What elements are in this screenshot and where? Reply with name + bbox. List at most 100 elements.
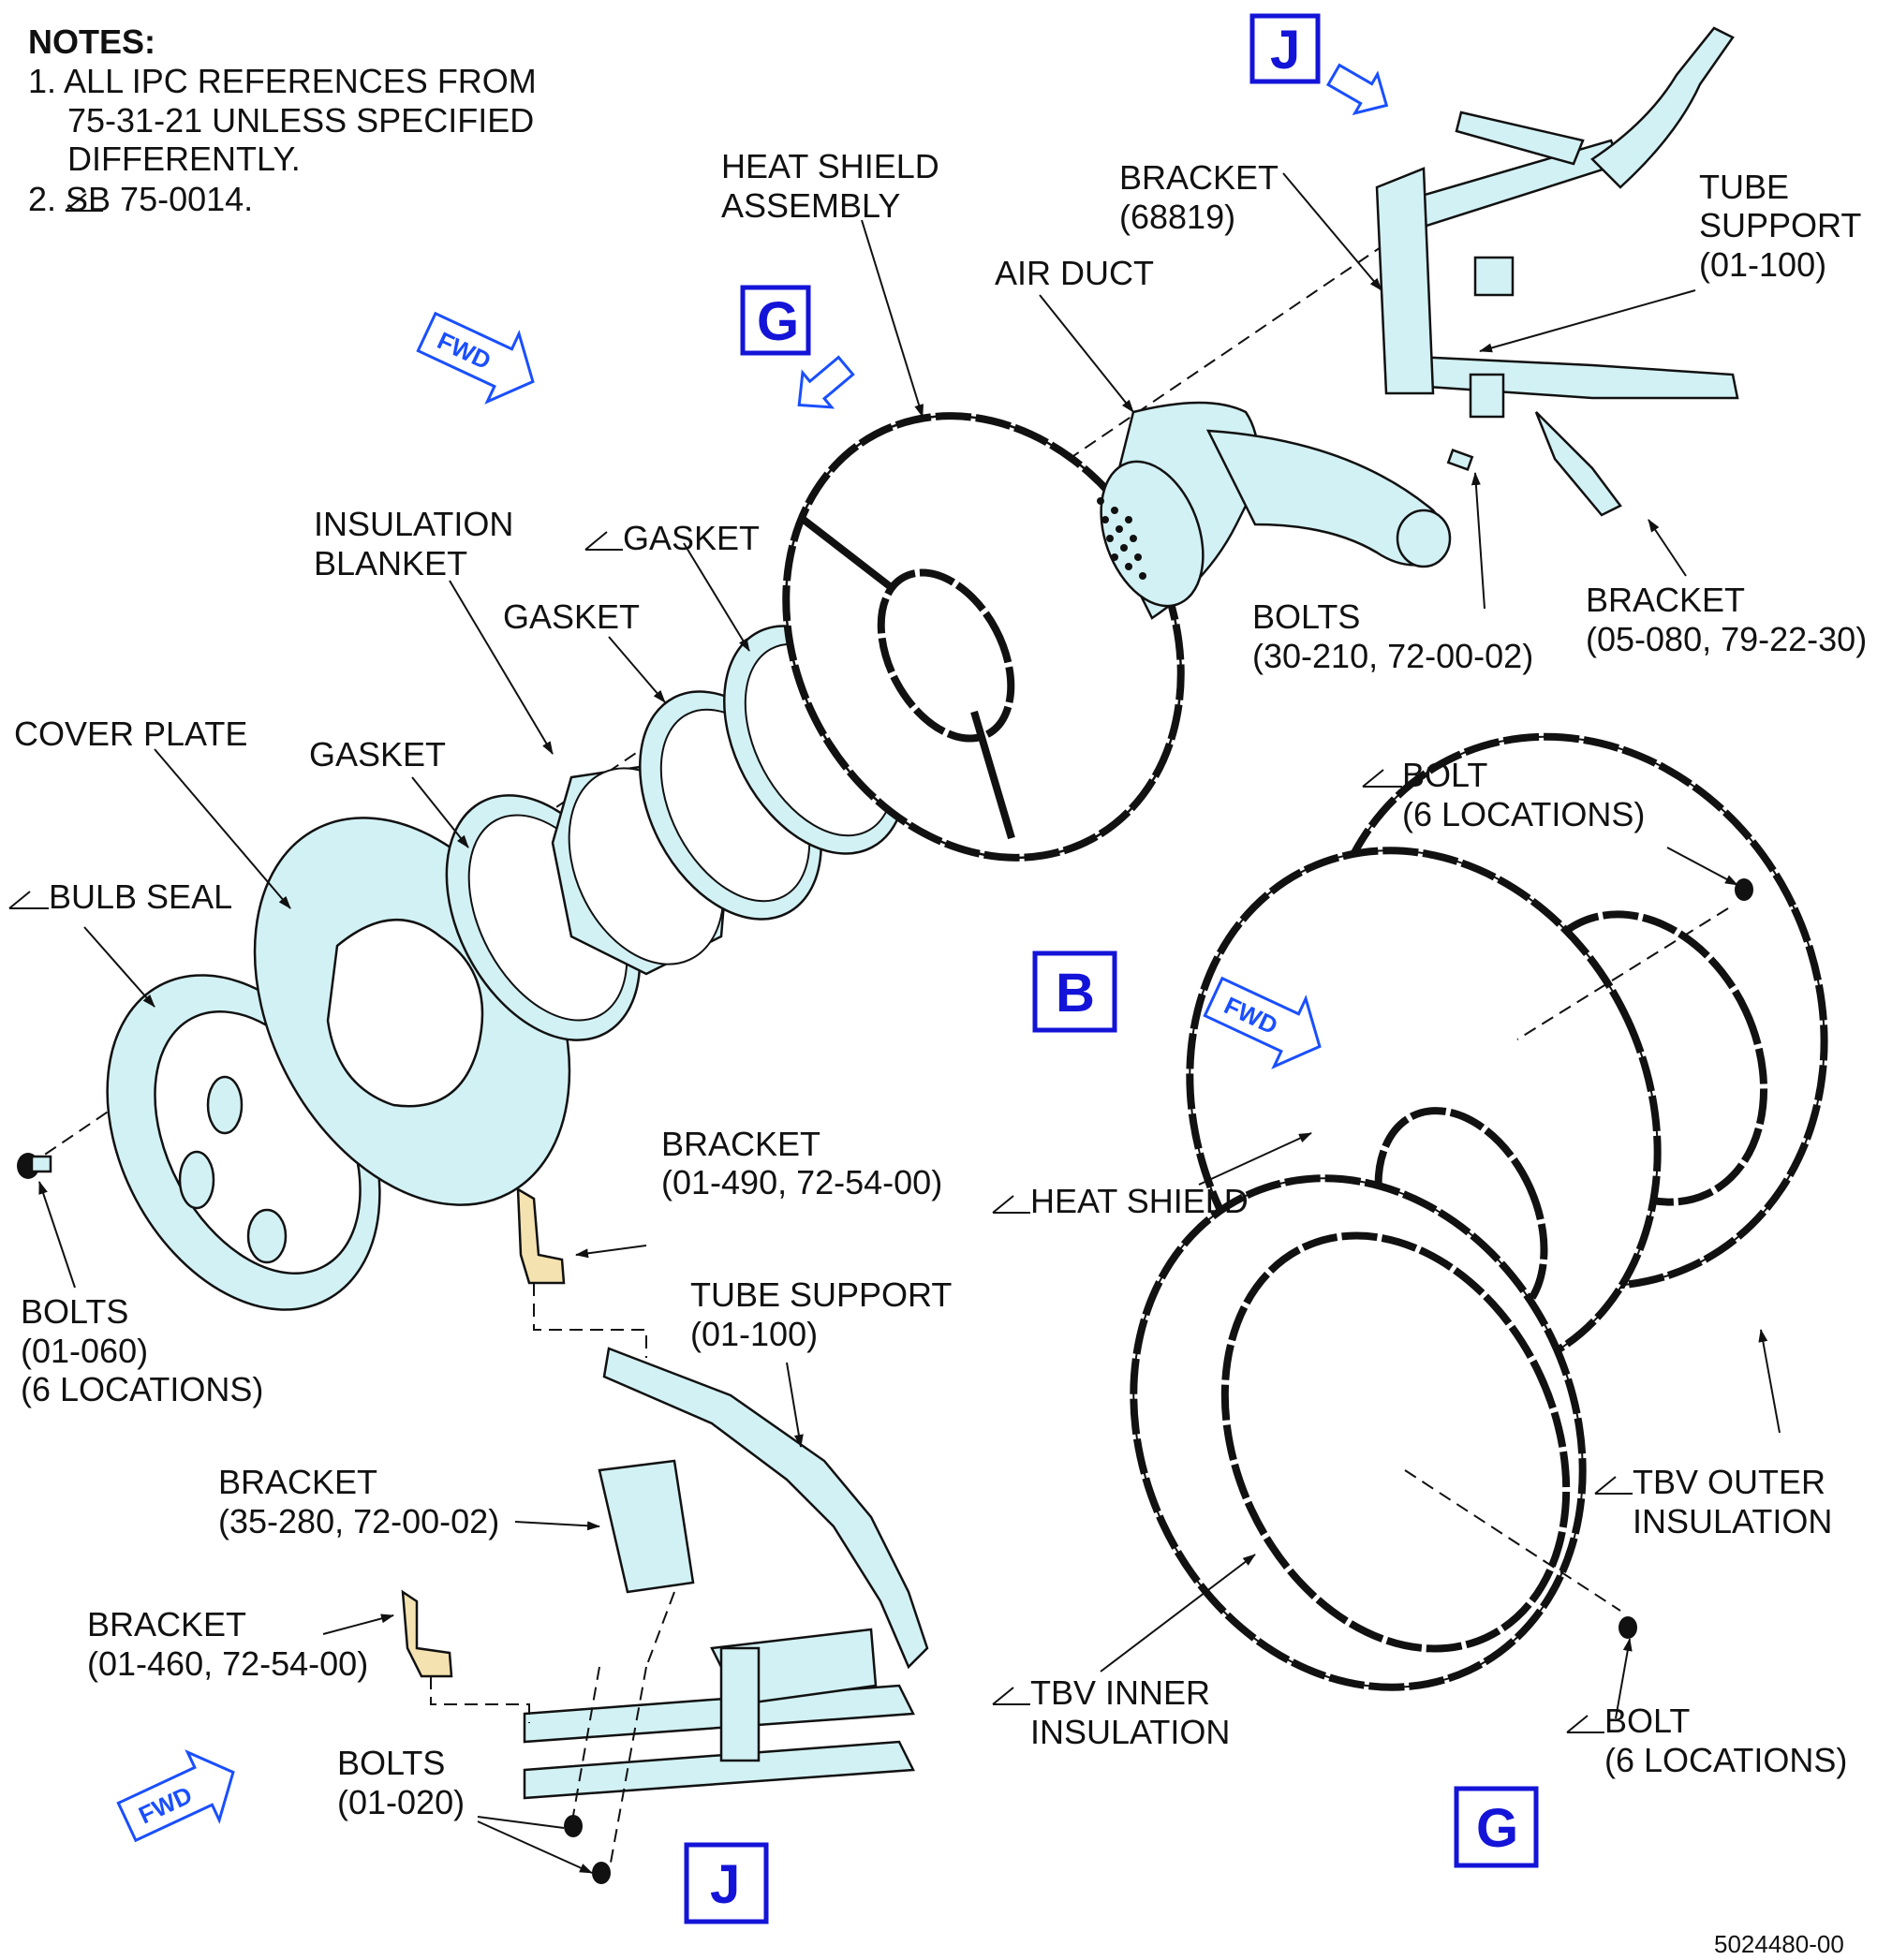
label-gasket-sb: GASKET xyxy=(584,519,760,557)
svg-text:BLANKET: BLANKET xyxy=(314,544,467,582)
label-tube-support-j: TUBE SUPPORT (01-100) xyxy=(690,1275,952,1353)
leader-lines xyxy=(38,172,1781,1873)
view-arrow-g-top xyxy=(797,355,855,409)
svg-text:(6 LOCATIONS): (6 LOCATIONS) xyxy=(21,1370,263,1408)
label-gasket-mid: GASKET xyxy=(503,597,640,636)
label-bolts-01-060: BOLTS (01-060) (6 LOCATIONS) xyxy=(21,1292,263,1408)
svg-text:(6 LOCATIONS): (6 LOCATIONS) xyxy=(1604,1741,1847,1779)
label-bolts-30-210: BOLTS (30-210, 72-00-02) xyxy=(1252,597,1533,675)
view-tag-j-top: J xyxy=(1249,13,1321,84)
label-air-duct: AIR DUCT xyxy=(995,254,1154,292)
svg-text:(01-100): (01-100) xyxy=(1699,245,1826,284)
view-tag-b: B xyxy=(1032,951,1117,1033)
figure-number: 5024480-00 xyxy=(1714,1930,1844,1958)
svg-text:G: G xyxy=(1476,1798,1518,1859)
label-tube-support-top: TUBE SUPPORT (01-100) xyxy=(1699,168,1861,284)
svg-text:(6 LOCATIONS): (6 LOCATIONS) xyxy=(1402,795,1645,833)
tube-support-top-part xyxy=(1375,26,1739,517)
bolts-01-060-part xyxy=(17,1153,52,1179)
tube-support-j-part xyxy=(523,1347,929,1800)
note-line-2: 75-31-21 UNLESS SPECIFIED xyxy=(67,101,534,140)
label-bracket-68819: BRACKET (68819) xyxy=(1119,158,1279,236)
svg-text:G: G xyxy=(757,291,799,352)
svg-text:BULB SEAL: BULB SEAL xyxy=(49,877,232,916)
svg-text:(68819): (68819) xyxy=(1119,198,1235,236)
label-tbv-outer: TBV OUTER INSULATION xyxy=(1594,1463,1832,1540)
svg-text:TUBE SUPPORT: TUBE SUPPORT xyxy=(690,1275,952,1314)
svg-text:(35-280, 72-00-02): (35-280, 72-00-02) xyxy=(218,1502,499,1540)
label-gasket-left: GASKET xyxy=(309,735,446,774)
svg-text:(30-210, 72-00-02): (30-210, 72-00-02) xyxy=(1252,637,1533,675)
label-heat-shield: HEAT SHIELD xyxy=(992,1182,1249,1220)
bracket-01-490-path xyxy=(533,1283,647,1358)
bolt-6-top-part xyxy=(1735,878,1753,901)
view-arrow-j-top xyxy=(1325,63,1389,116)
label-bracket-01-490: BRACKET (01-490, 72-54-00) xyxy=(661,1125,942,1201)
svg-text:(01-060): (01-060) xyxy=(21,1332,148,1370)
label-insulation-blanket: INSULATION BLANKET xyxy=(314,505,513,582)
svg-text:(05-080, 79-22-30): (05-080, 79-22-30) xyxy=(1586,620,1867,658)
bolts-01-020-path xyxy=(570,1591,675,1874)
svg-text:BRACKET: BRACKET xyxy=(218,1463,377,1501)
svg-text:HEAT SHIELD: HEAT SHIELD xyxy=(721,147,939,185)
label-tbv-inner: TBV INNER INSULATION xyxy=(992,1673,1230,1751)
svg-text:BRACKET: BRACKET xyxy=(1586,581,1745,619)
view-tag-j-bottom: J xyxy=(684,1842,769,1924)
view-tag-g-top: G xyxy=(740,285,811,356)
notes-heading: NOTES: xyxy=(28,22,155,61)
svg-text:SUPPORT: SUPPORT xyxy=(1699,206,1861,244)
view-tag-g-bottom: G xyxy=(1454,1786,1539,1868)
svg-text:(01-460, 72-54-00): (01-460, 72-54-00) xyxy=(87,1644,368,1683)
label-bulb-seal: BULB SEAL xyxy=(8,877,232,916)
svg-text:TUBE: TUBE xyxy=(1699,168,1789,206)
svg-text:BOLTS: BOLTS xyxy=(1252,597,1360,636)
fwd-arrow-g: FWD xyxy=(1203,976,1322,1069)
svg-text:GASKET: GASKET xyxy=(623,519,760,557)
label-bolts-01-020: BOLTS (01-020) xyxy=(337,1744,465,1821)
bolts-01-020-part xyxy=(564,1815,611,1884)
svg-text:INSULATION: INSULATION xyxy=(1030,1713,1230,1751)
svg-text:BRACKET: BRACKET xyxy=(661,1125,820,1163)
svg-text:INSULATION: INSULATION xyxy=(1633,1502,1832,1540)
label-heat-shield-assembly: HEAT SHIELD ASSEMBLY xyxy=(721,147,939,225)
note-line-4: 2. SB 75-0014. xyxy=(28,180,253,218)
svg-text:TBV OUTER: TBV OUTER xyxy=(1633,1463,1825,1501)
label-bolt-6-top: BOLT (6 LOCATIONS) xyxy=(1362,756,1645,833)
label-bracket-35-280: BRACKET (35-280, 72-00-02) xyxy=(218,1463,499,1540)
svg-text:BOLT: BOLT xyxy=(1604,1702,1690,1740)
fwd-arrow-b: FWD xyxy=(416,311,535,405)
svg-text:BOLT: BOLT xyxy=(1402,756,1487,794)
svg-text:HEAT SHIELD: HEAT SHIELD xyxy=(1030,1182,1249,1220)
view-g-axis-line xyxy=(1404,907,1729,1612)
bracket-01-460-part xyxy=(401,1589,453,1678)
label-bolt-6-bottom: BOLT (6 LOCATIONS) xyxy=(1566,1702,1847,1779)
svg-text:BRACKET: BRACKET xyxy=(87,1605,246,1643)
note-line-3: DIFFERENTLY. xyxy=(67,140,301,178)
air-duct-part xyxy=(1097,401,1452,620)
sb-flag-icon xyxy=(65,193,103,212)
label-bracket-01-460: BRACKET (01-460, 72-54-00) xyxy=(87,1605,368,1683)
svg-text:TBV INNER: TBV INNER xyxy=(1030,1673,1210,1712)
notes-block: NOTES: 1. ALL IPC REFERENCES FROM 75-31-… xyxy=(28,22,537,218)
svg-text:(01-490, 72-54-00): (01-490, 72-54-00) xyxy=(661,1163,942,1201)
bracket-01-490-part xyxy=(516,1186,566,1285)
svg-text:BOLTS: BOLTS xyxy=(21,1292,128,1331)
bracket-01-460-path xyxy=(430,1676,530,1723)
svg-text:B: B xyxy=(1056,963,1095,1024)
svg-text:J: J xyxy=(710,1854,740,1915)
svg-text:(01-020): (01-020) xyxy=(337,1783,465,1821)
svg-text:J: J xyxy=(1270,20,1300,81)
label-bracket-05-080: BRACKET (05-080, 79-22-30) xyxy=(1586,581,1867,658)
svg-text:BOLTS: BOLTS xyxy=(337,1744,445,1782)
svg-text:(01-100): (01-100) xyxy=(690,1315,818,1353)
label-cover-plate: COVER PLATE xyxy=(14,715,247,753)
bolts-30-210-part xyxy=(1446,449,1474,471)
svg-text:BRACKET: BRACKET xyxy=(1119,158,1279,197)
fwd-arrow-j: FWD xyxy=(116,1749,235,1843)
note-line-1: 1. ALL IPC REFERENCES FROM xyxy=(28,62,537,100)
bolt-6-bottom-part xyxy=(1619,1616,1637,1639)
svg-text:INSULATION: INSULATION xyxy=(314,505,513,543)
svg-text:ASSEMBLY: ASSEMBLY xyxy=(721,186,900,225)
